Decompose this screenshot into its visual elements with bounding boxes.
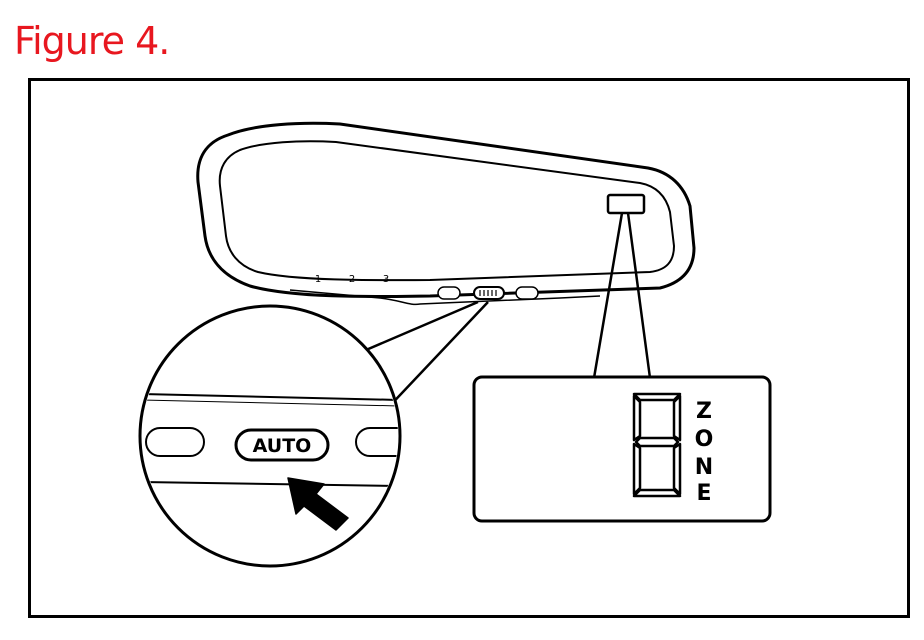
preset-label-2: 2 bbox=[349, 274, 355, 285]
mirror-auto-button[interactable] bbox=[473, 286, 505, 300]
zoom-callout-lines bbox=[351, 300, 489, 413]
zone-letter-e: E bbox=[696, 481, 711, 506]
zone-letter-n: N bbox=[695, 455, 713, 480]
zoom-bezel-line-top bbox=[142, 393, 398, 401]
zone-letter-o: O bbox=[695, 427, 714, 452]
mirror-right-button[interactable] bbox=[515, 286, 539, 300]
press-arrow-icon bbox=[287, 477, 349, 531]
mirror-auto-button-marks bbox=[479, 290, 497, 296]
preset-label-3: 3 bbox=[383, 274, 389, 285]
mirror-left-button[interactable] bbox=[437, 286, 461, 300]
display-callout-lines bbox=[592, 212, 652, 379]
figure-frame bbox=[28, 78, 910, 618]
mirror-display-window bbox=[606, 193, 646, 215]
zone-digit bbox=[632, 392, 682, 498]
zoom-auto-button-label: AUTO bbox=[253, 435, 312, 457]
zoom-auto-button[interactable] bbox=[234, 428, 330, 462]
preset-label-1: 1 bbox=[315, 274, 321, 285]
zone-letter-z: Z bbox=[696, 399, 712, 424]
zoom-bezel-line-bottom bbox=[142, 481, 398, 487]
zone-display-panel bbox=[472, 375, 772, 523]
mirror-glass bbox=[218, 140, 676, 282]
figure-title: Figure 4. bbox=[14, 19, 170, 63]
mirror-bottom-bezel bbox=[289, 289, 601, 306]
zoom-left-button[interactable] bbox=[145, 427, 205, 457]
zoom-bezel-line-top-2 bbox=[142, 399, 398, 407]
zoom-right-button[interactable] bbox=[355, 427, 416, 457]
